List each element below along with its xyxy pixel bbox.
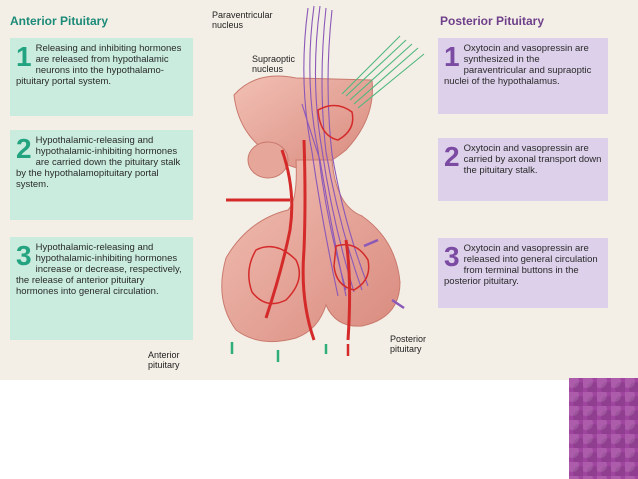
- pituitary-illustration: [221, 5, 425, 362]
- step-text: Oxytocin and vasopressin are released in…: [444, 243, 598, 287]
- flow-arrows: [230, 238, 405, 362]
- paraventricular-label: Paraventricular nucleus: [212, 10, 273, 30]
- step-text: Hypothalamic-releasing and hypothalamic-…: [16, 135, 181, 190]
- pituitary-diagram: Paraventricular nucleus Supraoptic nucle…: [148, 0, 440, 380]
- anterior-label: Anterior pituitary: [148, 350, 180, 370]
- posterior-step-1: 1 Oxytocin and vasopressin are synthesiz…: [438, 38, 608, 114]
- step-number: 3: [16, 240, 32, 271]
- decorative-swatch: [569, 378, 638, 479]
- step-number: 3: [444, 241, 460, 272]
- step-text: Oxytocin and vasopressin are carried by …: [463, 143, 602, 176]
- posterior-label: Posterior pituitary: [390, 334, 427, 354]
- pituitary-gland: [221, 159, 401, 343]
- step-number: 1: [444, 41, 460, 72]
- posterior-step-2: 2 Oxytocin and vasopressin are carried b…: [438, 138, 608, 201]
- posterior-step-3: 3 Oxytocin and vasopressin are released …: [438, 238, 608, 308]
- anterior-pituitary-title: Anterior Pituitary: [10, 14, 109, 28]
- portal-vessels: [226, 139, 352, 341]
- anterior-step-2: 2 Hypothalamic-releasing and hypothalami…: [10, 130, 193, 220]
- capillary-network: [248, 104, 370, 305]
- anterior-step-1: 1 Releasing and inhibiting hormones are …: [10, 38, 193, 116]
- anterior-step-3: 3 Hypothalamic-releasing and hypothalami…: [10, 237, 193, 340]
- posterior-pituitary-title: Posterior Pituitary: [440, 14, 545, 28]
- step-number: 1: [16, 41, 32, 72]
- step-number: 2: [16, 133, 32, 164]
- afferent-fibers: [341, 35, 425, 109]
- supraoptic-label: Supraoptic nucleus: [252, 54, 296, 74]
- step-number: 2: [444, 141, 460, 172]
- step-text: Releasing and inhibiting hormones are re…: [16, 43, 182, 87]
- optic-chiasm: [247, 141, 289, 179]
- step-text: Hypothalamic-releasing and hypothalamic-…: [16, 242, 182, 297]
- step-text: Oxytocin and vasopressin are synthesized…: [444, 43, 592, 87]
